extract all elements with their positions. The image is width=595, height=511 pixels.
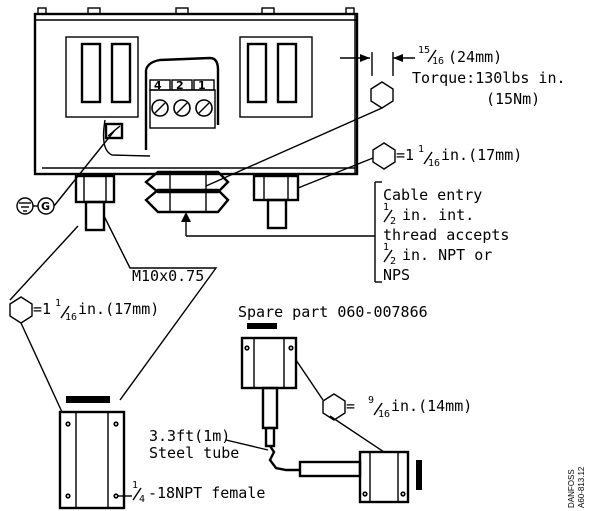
thread-callout: M10x0.75 — [103, 215, 218, 401]
cable-entry-line1: Cable entry — [383, 186, 482, 204]
right-pressure-connection — [252, 174, 300, 230]
small-wrench-num: 9 — [368, 395, 374, 406]
right-wrench-text: in.(17mm) — [441, 146, 522, 164]
terminal-label-4: 4 — [154, 79, 162, 92]
drawing-id-company: DANFOSS — [567, 469, 576, 508]
npt-label: -18NPT female — [148, 484, 265, 502]
top-wrench-mm: (24mm) — [448, 48, 502, 66]
small-wrench-den: 16 — [378, 409, 390, 420]
drawing-id-number: A60-813.12 — [577, 466, 586, 508]
left-wrench-text: in.(17mm) — [78, 300, 159, 318]
steel-tube-label: Steel tube — [149, 444, 239, 462]
cable-entry-frac2-den: 2 — [390, 256, 396, 267]
ground-symbol: G — [16, 129, 116, 215]
spare-part-label: Spare part 060-007866 — [238, 303, 428, 321]
ground-label: G — [41, 200, 50, 213]
wrench-size-top: 15 16 (24mm) Torque:130lbs in. (15Nm) — [205, 45, 566, 187]
npt-den: 4 — [139, 494, 145, 505]
wrench-size-small: = 9 16 in.(14mm) — [322, 393, 472, 421]
terminal-label-2: 2 — [176, 79, 184, 92]
right-setting-window — [239, 36, 313, 118]
top-wrench-fraction-num: 15 — [418, 45, 430, 56]
terminal-label-1: 1 — [198, 79, 206, 92]
switch-housing — [33, 7, 359, 176]
steel-tube-length: 3.3ft(1m) — [149, 427, 230, 445]
npt-num: 1 — [132, 480, 138, 491]
left-wrench-den: 16 — [65, 312, 77, 323]
thread-label: M10x0.75 — [132, 267, 204, 285]
terminal-block: 4 2 1 — [102, 56, 220, 157]
cable-entry-line3: thread accepts — [383, 226, 509, 244]
small-wrench-text: in.(14mm) — [391, 397, 472, 415]
cable-entry-line5: NPS — [383, 266, 410, 284]
wrench-size-left: =1 1 16 in.(17mm) — [9, 225, 159, 413]
right-wrench-num: 1 — [418, 144, 424, 155]
drawing-reference: DANFOSS A60-813.12 — [567, 466, 586, 508]
npt-adapter: 1 4 -18NPT female — [58, 396, 265, 510]
cable-entry-frac2-num: 1 — [383, 242, 389, 253]
torque-nm: (15Nm) — [486, 90, 540, 108]
cable-entry-gland — [144, 170, 230, 214]
cable-entry-frac1-den: 2 — [390, 216, 396, 227]
small-wrench-prefix: = — [346, 397, 355, 415]
left-wrench-prefix: =1 — [33, 300, 51, 318]
right-wrench-den: 16 — [428, 158, 440, 169]
left-wrench-num: 1 — [55, 298, 61, 309]
top-wrench-fraction-den: 16 — [432, 56, 444, 67]
cable-entry-line2: in. int. — [402, 206, 474, 224]
right-wrench-prefix: =1 — [396, 146, 414, 164]
left-pressure-connection — [74, 174, 116, 232]
left-setting-window — [65, 36, 139, 118]
cable-entry-line4: in. NPT or — [402, 246, 492, 264]
cable-entry-frac1-num: 1 — [383, 202, 389, 213]
torque-label: Torque:130lbs in. — [412, 69, 566, 87]
cable-entry-note: Cable entry 1 2 in. int. thread accepts … — [181, 181, 509, 284]
wrench-size-right: =1 1 16 in.(17mm) — [297, 142, 522, 189]
spare-part-capillary: Spare part 060-007866 3.3ft(1m) Steel tu… — [149, 303, 428, 504]
